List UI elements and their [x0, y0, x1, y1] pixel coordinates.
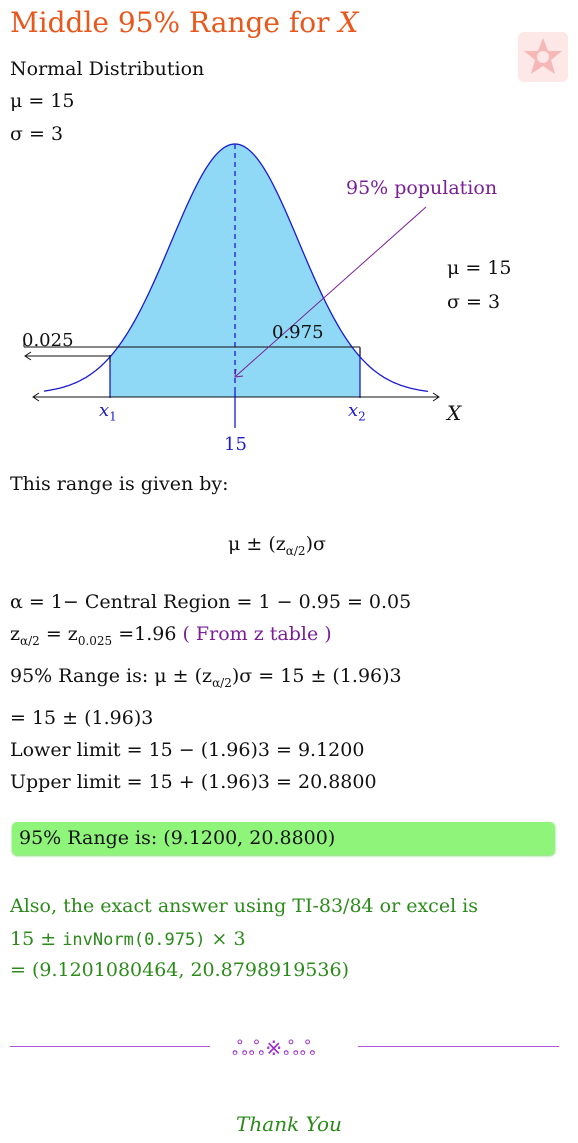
lower-limit-line: Lower limit = 15 − (1.96)3 = 9.1200 — [10, 739, 365, 761]
exact-intro: Also, the exact answer using TI-83/84 or… — [10, 895, 479, 917]
divider-left — [10, 1046, 210, 1047]
figure-mu: μ = 15 — [447, 257, 512, 279]
equation-line: = 15 ± (1.96)3 — [10, 707, 154, 729]
x-axis-right-arrow — [432, 392, 440, 402]
page-title: Middle 95% Range for X — [10, 6, 359, 39]
normal-curve-figure — [23, 143, 440, 428]
range-line: 95% Range is: μ ± (zα/2)σ = 15 ± (1.96)3 — [10, 665, 402, 690]
exact-expression: 15 ± invNorm(0.975) × 3 — [10, 928, 246, 950]
center-value: 15 — [224, 434, 247, 455]
range-formula: μ ± (zα/2)σ — [228, 533, 326, 558]
upper-limit-line: Upper limit = 15 + (1.96)3 = 20.8800 — [10, 771, 377, 793]
left-tail-probability: 0.025 — [22, 330, 74, 351]
result-highlight-box — [12, 822, 555, 855]
exact-result: = (9.1201080464, 20.8798919536) — [10, 959, 349, 981]
mu-value: μ = 15 — [10, 90, 75, 112]
population-arrow-head — [234, 368, 244, 378]
distribution-label: Normal Distribution — [10, 58, 205, 80]
axis-label: X — [447, 401, 462, 425]
z-table-note: ( From z table ) — [176, 623, 332, 645]
upper-probability: 0.975 — [272, 322, 324, 343]
x1-label: x1 — [99, 400, 117, 424]
tail-arrow-head — [24, 351, 32, 361]
sigma-value: σ = 3 — [10, 123, 64, 145]
range-intro: This range is given by: — [10, 473, 229, 495]
alpha-line: α = 1− Central Region = 1 − 0.95 = 0.05 — [10, 591, 412, 613]
thank-you-text: Thank You — [236, 1112, 342, 1136]
population-arrow — [235, 206, 427, 377]
population-label: 95% population — [346, 177, 498, 199]
result-highlight-text: 95% Range is: (9.1200, 20.8800) — [19, 827, 336, 849]
divider-right — [358, 1046, 559, 1047]
x2-label: x2 — [348, 400, 366, 424]
normal-curve — [43, 143, 429, 393]
ornament-icon: ஃஃ※ஃஃ — [232, 1036, 317, 1060]
watermark-logo-icon — [518, 32, 568, 82]
z-line: zα/2 = z0.025 =1.96 ( From z table ) — [10, 623, 332, 648]
x-axis-left-arrow — [32, 392, 40, 402]
figure-sigma: σ = 3 — [447, 291, 501, 313]
